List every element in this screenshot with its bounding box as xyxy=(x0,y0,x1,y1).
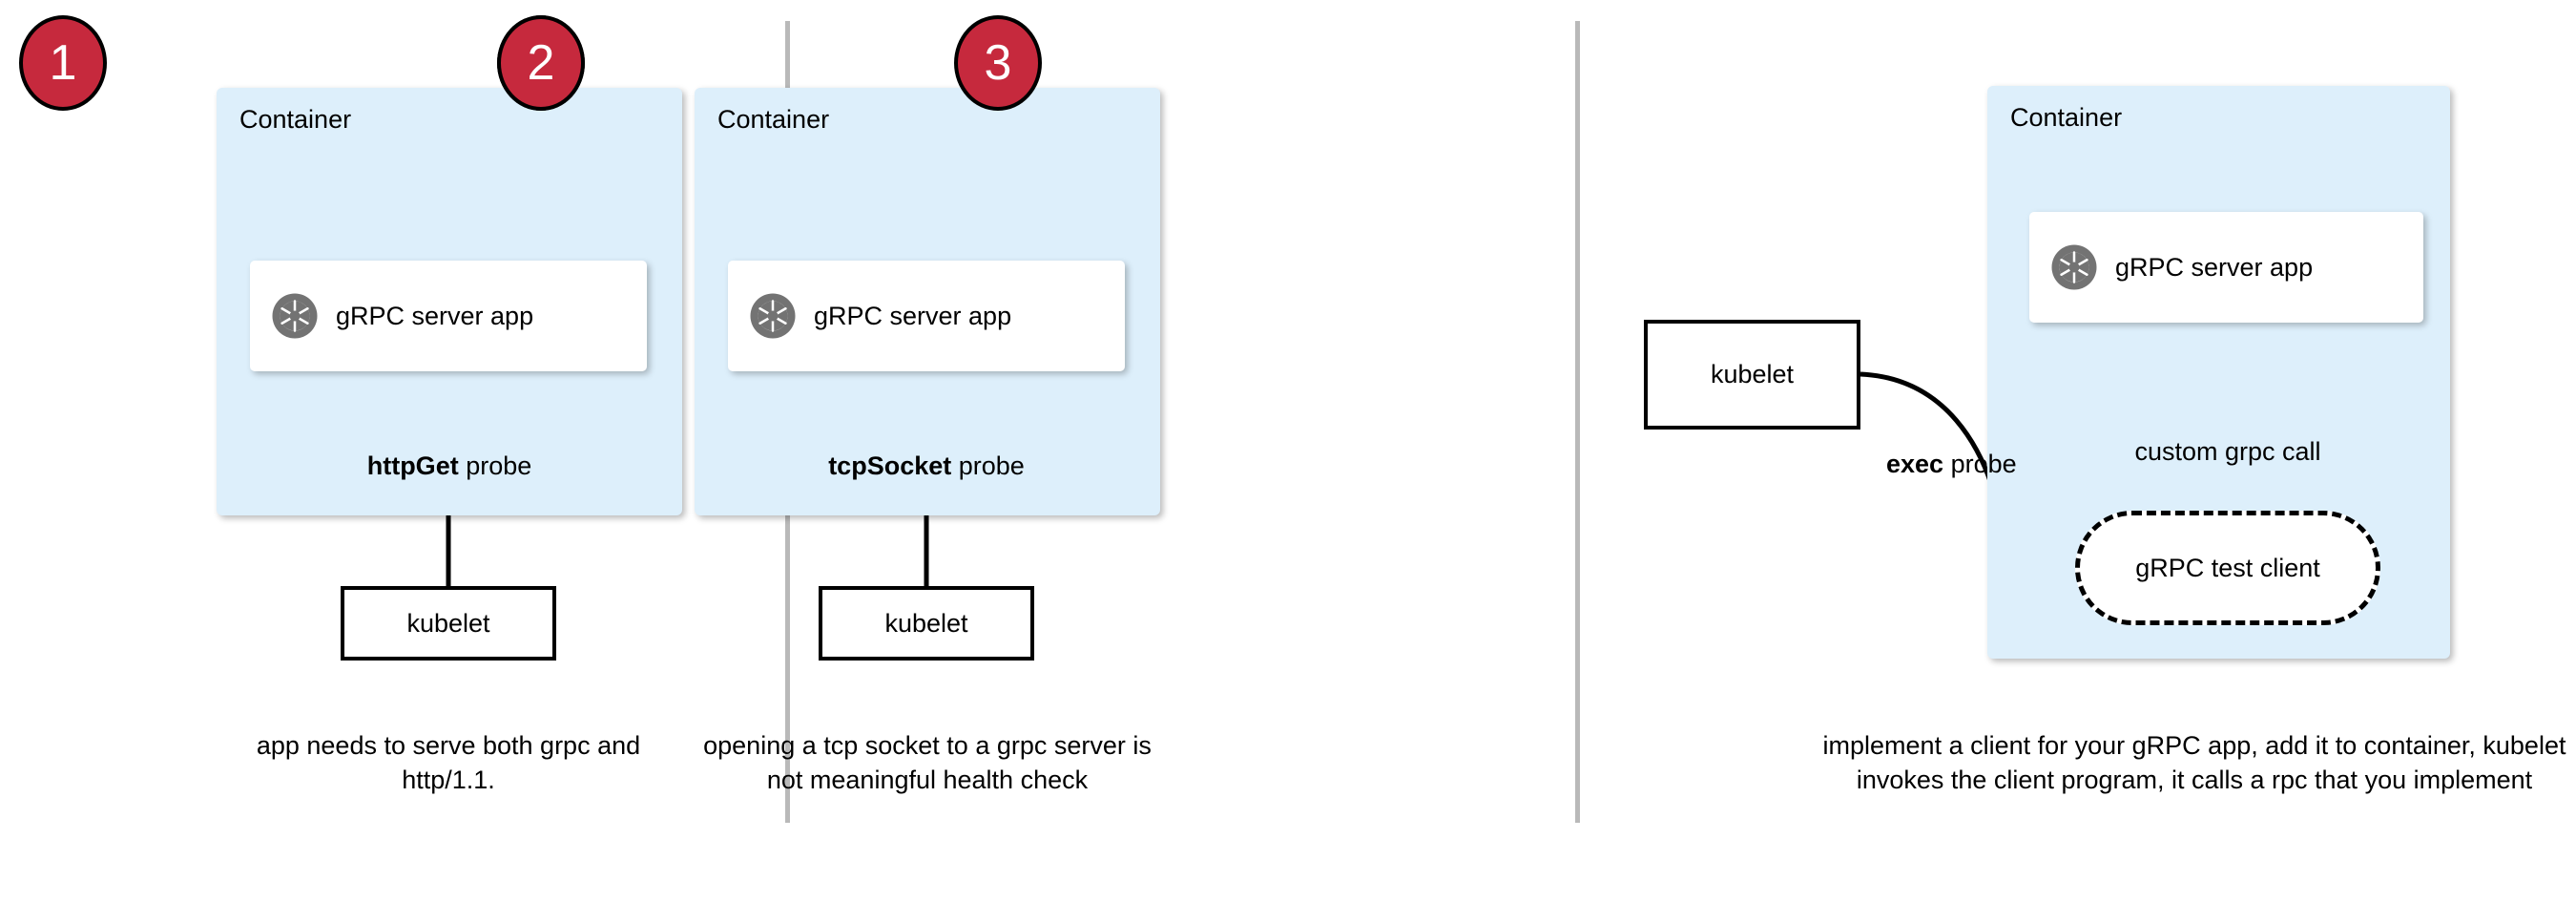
custom-grpc-call-label: custom grpc call xyxy=(2134,437,2321,466)
grpc-server-app-box-3: gRPC server app xyxy=(2029,212,2423,323)
step-badge-2-number: 2 xyxy=(527,35,555,91)
probe-label-1-bold: httpGet xyxy=(366,451,459,480)
kubelet-label-2: kubelet xyxy=(884,608,968,638)
grpc-server-app-label-1: gRPC server app xyxy=(336,301,534,330)
panel-caption-3-text: implement a client for your gRPC app, ad… xyxy=(1822,731,2566,794)
exec-probe-label-rest: probe xyxy=(1943,450,2017,478)
grpc-server-app-label-3: gRPC server app xyxy=(2115,252,2314,282)
panel-caption-2-text: opening a tcp socket to a grpc server is… xyxy=(703,731,1152,794)
container-label-3: Container xyxy=(2010,103,2123,132)
probe-label-1: httpGet probe xyxy=(239,453,660,479)
container-label-2: Container xyxy=(717,105,830,134)
grpc-aperture-icon xyxy=(2051,244,2097,290)
probe-label-2: tcpSocket probe xyxy=(716,453,1137,479)
kubelet-label-1: kubelet xyxy=(406,608,490,638)
panel-caption-1: app needs to serve both grpc and http/1.… xyxy=(256,731,641,794)
exec-probe-label: exec probe xyxy=(1886,451,2017,477)
kubelet-box-1: kubelet xyxy=(341,586,556,661)
exec-probe-label-bold: exec xyxy=(1886,450,1944,478)
step-badge-3-number: 3 xyxy=(984,35,1012,91)
grpc-server-app-box-1: gRPC server app xyxy=(250,261,647,371)
kubelet-label-3: kubelet xyxy=(1710,360,1795,388)
step-badge-1-number: 1 xyxy=(49,35,77,91)
grpc-aperture-icon xyxy=(272,293,318,339)
grpc-server-app-box-2: gRPC server app xyxy=(728,261,1125,371)
kubelet-box-2: kubelet xyxy=(819,586,1034,661)
grpc-test-client-box: gRPC test client xyxy=(2075,511,2380,625)
probe-label-2-bold: tcpSocket xyxy=(828,451,952,480)
step-badge-1: 1 xyxy=(19,15,107,111)
grpc-test-client-label: gRPC test client xyxy=(2135,553,2320,582)
probe-label-2-rest: probe xyxy=(951,451,1025,480)
step-badge-2-visible: 2 xyxy=(497,15,585,111)
step-badge-3: 3 xyxy=(954,15,1042,111)
grpc-aperture-icon xyxy=(750,293,796,339)
container-label-1: Container xyxy=(239,105,352,134)
kubelet-box-3: kubelet xyxy=(1644,320,1860,430)
panel-divider-2 xyxy=(1575,21,1580,823)
probe-label-1-rest: probe xyxy=(458,451,532,480)
grpc-server-app-label-2: gRPC server app xyxy=(814,301,1012,330)
